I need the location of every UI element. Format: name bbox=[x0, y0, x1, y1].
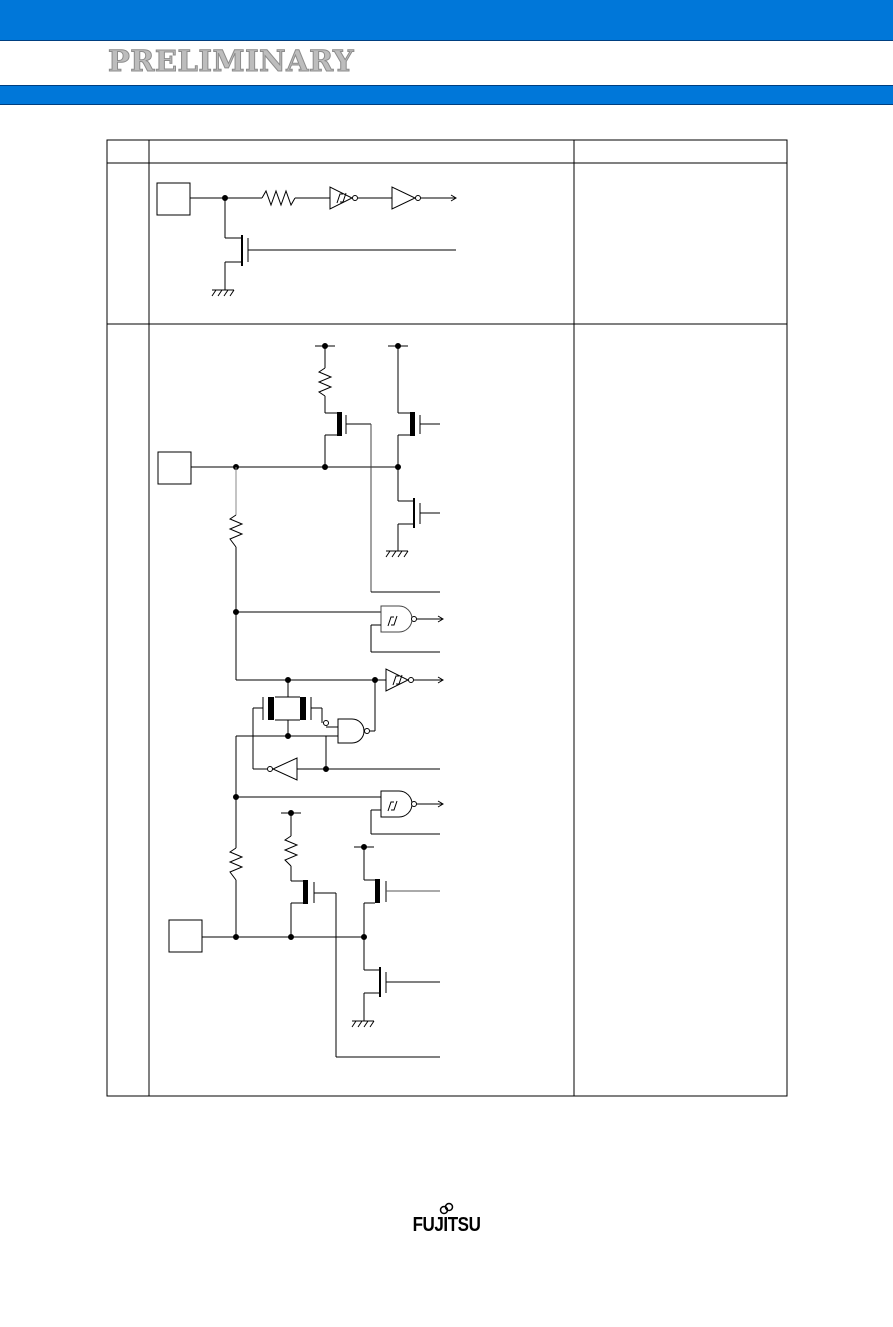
resistor-symbol bbox=[261, 189, 296, 207]
header-band-top bbox=[0, 0, 893, 41]
preliminary-watermark: PRELIMINARY bbox=[107, 44, 355, 79]
row2-circuit bbox=[157, 343, 444, 1058]
header-band-bottom bbox=[0, 85, 893, 105]
pad-box bbox=[156, 182, 191, 216]
table-grid bbox=[106, 139, 788, 1097]
pad-box-upper bbox=[157, 451, 192, 485]
schmitt-inverter-symbol bbox=[329, 186, 354, 210]
infinity-logo-icon bbox=[439, 1202, 454, 1215]
row1-circuit bbox=[156, 182, 457, 297]
fujitsu-logo-text: FUJITSU bbox=[412, 1214, 481, 1236]
fujitsu-logo: FUJITSU bbox=[380, 1200, 513, 1240]
inverter-symbol bbox=[391, 186, 417, 210]
pad-box-lower bbox=[168, 919, 203, 953]
